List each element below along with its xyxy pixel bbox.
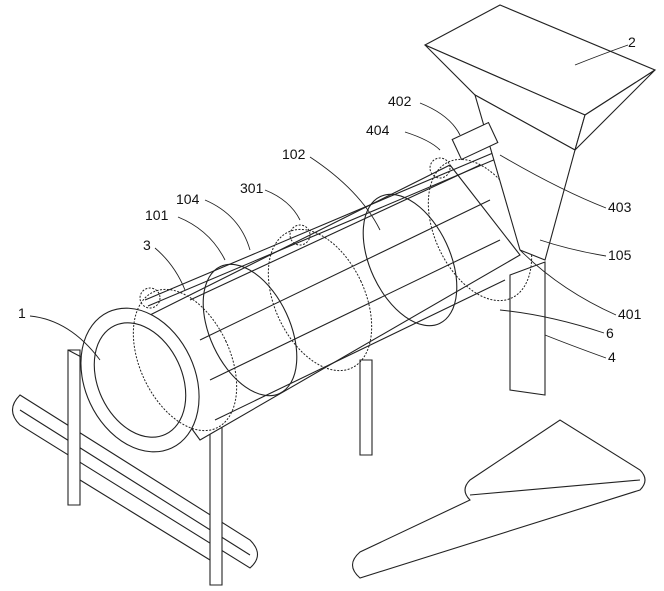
label-2: 2: [628, 35, 636, 49]
label-402: 402: [388, 94, 411, 108]
label-6: 6: [606, 326, 614, 340]
label-104: 104: [176, 192, 199, 206]
label-101: 101: [145, 208, 168, 222]
label-404: 404: [366, 123, 389, 137]
label-301: 301: [240, 181, 263, 195]
label-105: 105: [608, 248, 631, 262]
label-401: 401: [618, 307, 641, 321]
drum: [58, 143, 552, 471]
label-4: 4: [608, 350, 616, 364]
label-3: 3: [143, 238, 151, 252]
label-403: 403: [608, 200, 631, 214]
label-1: 1: [18, 306, 26, 320]
label-102: 102: [282, 147, 305, 161]
right-conveyor-belt: [353, 420, 646, 578]
